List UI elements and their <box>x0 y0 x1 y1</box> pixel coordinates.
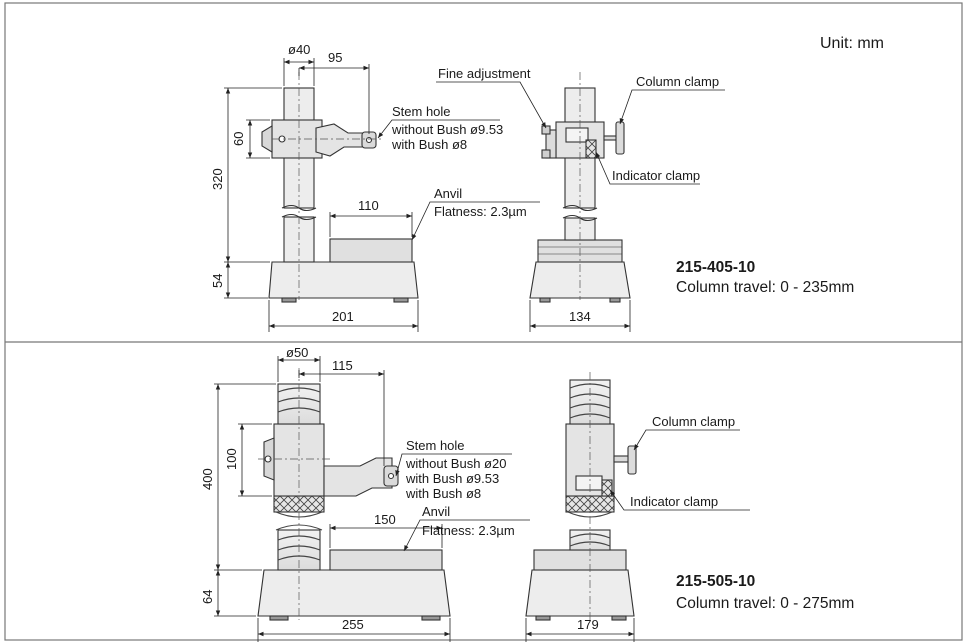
stand-top-dimension-lines <box>224 58 540 332</box>
top-indicator-clamp-label: Indicator clamp <box>612 168 700 183</box>
bottom-base-height: 64 <box>200 590 215 604</box>
top-column-dia: ø40 <box>288 42 310 57</box>
stand-bottom-side-view <box>525 379 637 621</box>
bottom-column-clamp-label: Column clamp <box>652 414 735 429</box>
top-flatness-label: Flatness: 2.3µm <box>434 204 527 219</box>
bottom-base-width: 255 <box>342 617 364 632</box>
bottom-column-dia: ø50 <box>286 345 308 360</box>
stand-bottom-side-dimensions <box>525 429 750 642</box>
bottom-stem-with-bush-1: with Bush ø9.53 <box>405 471 499 486</box>
top-model-number: 215-405-10 <box>676 259 755 276</box>
bottom-clamp-height: 100 <box>224 448 239 470</box>
top-side-width: 134 <box>569 309 591 324</box>
bottom-anvil-label: Anvil <box>422 504 450 519</box>
top-fine-adjustment-label: Fine adjustment <box>438 66 531 81</box>
bottom-stem-hole-label: Stem hole <box>406 438 465 453</box>
top-stem-without-bush: without Bush ø9.53 <box>391 122 503 137</box>
top-column-travel: Column travel: 0 - 235mm <box>676 279 854 296</box>
top-height: 320 <box>210 168 225 190</box>
bottom-stem-with-bush-2: with Bush ø8 <box>405 486 481 501</box>
stand-bottom-dimension-lines <box>214 356 530 642</box>
top-base-height: 54 <box>210 274 225 288</box>
bottom-column-travel: Column travel: 0 - 275mm <box>676 595 854 612</box>
bottom-reach: 115 <box>332 358 353 373</box>
stand-top-front-view <box>261 87 419 303</box>
drawing-frame <box>4 2 963 641</box>
top-base-width: 201 <box>332 309 354 324</box>
stand-bottom-centerlines <box>258 368 330 620</box>
bottom-flatness-label: Flatness: 2.3µm <box>422 523 515 538</box>
stand-top-side-dimensions <box>436 81 725 332</box>
stand-bottom-front-view <box>257 383 451 621</box>
top-column-clamp-label: Column clamp <box>636 74 719 89</box>
stand-top-centerlines <box>272 72 382 300</box>
top-clamp-height: 60 <box>231 132 246 146</box>
bottom-height: 400 <box>200 468 215 490</box>
top-anvil-width: 110 <box>358 198 379 213</box>
bottom-side-width: 179 <box>577 617 599 632</box>
bottom-anvil-width: 150 <box>374 512 396 527</box>
bottom-indicator-clamp-label: Indicator clamp <box>630 494 718 509</box>
bottom-stem-without-bush: without Bush ø20 <box>405 456 506 471</box>
top-stem-hole-label: Stem hole <box>392 104 451 119</box>
top-reach: 95 <box>328 50 342 65</box>
top-stem-with-bush: with Bush ø8 <box>391 137 467 152</box>
bottom-model-number: 215-505-10 <box>676 573 755 590</box>
unit-label: Unit: mm <box>820 35 884 52</box>
top-anvil-label: Anvil <box>434 186 462 201</box>
